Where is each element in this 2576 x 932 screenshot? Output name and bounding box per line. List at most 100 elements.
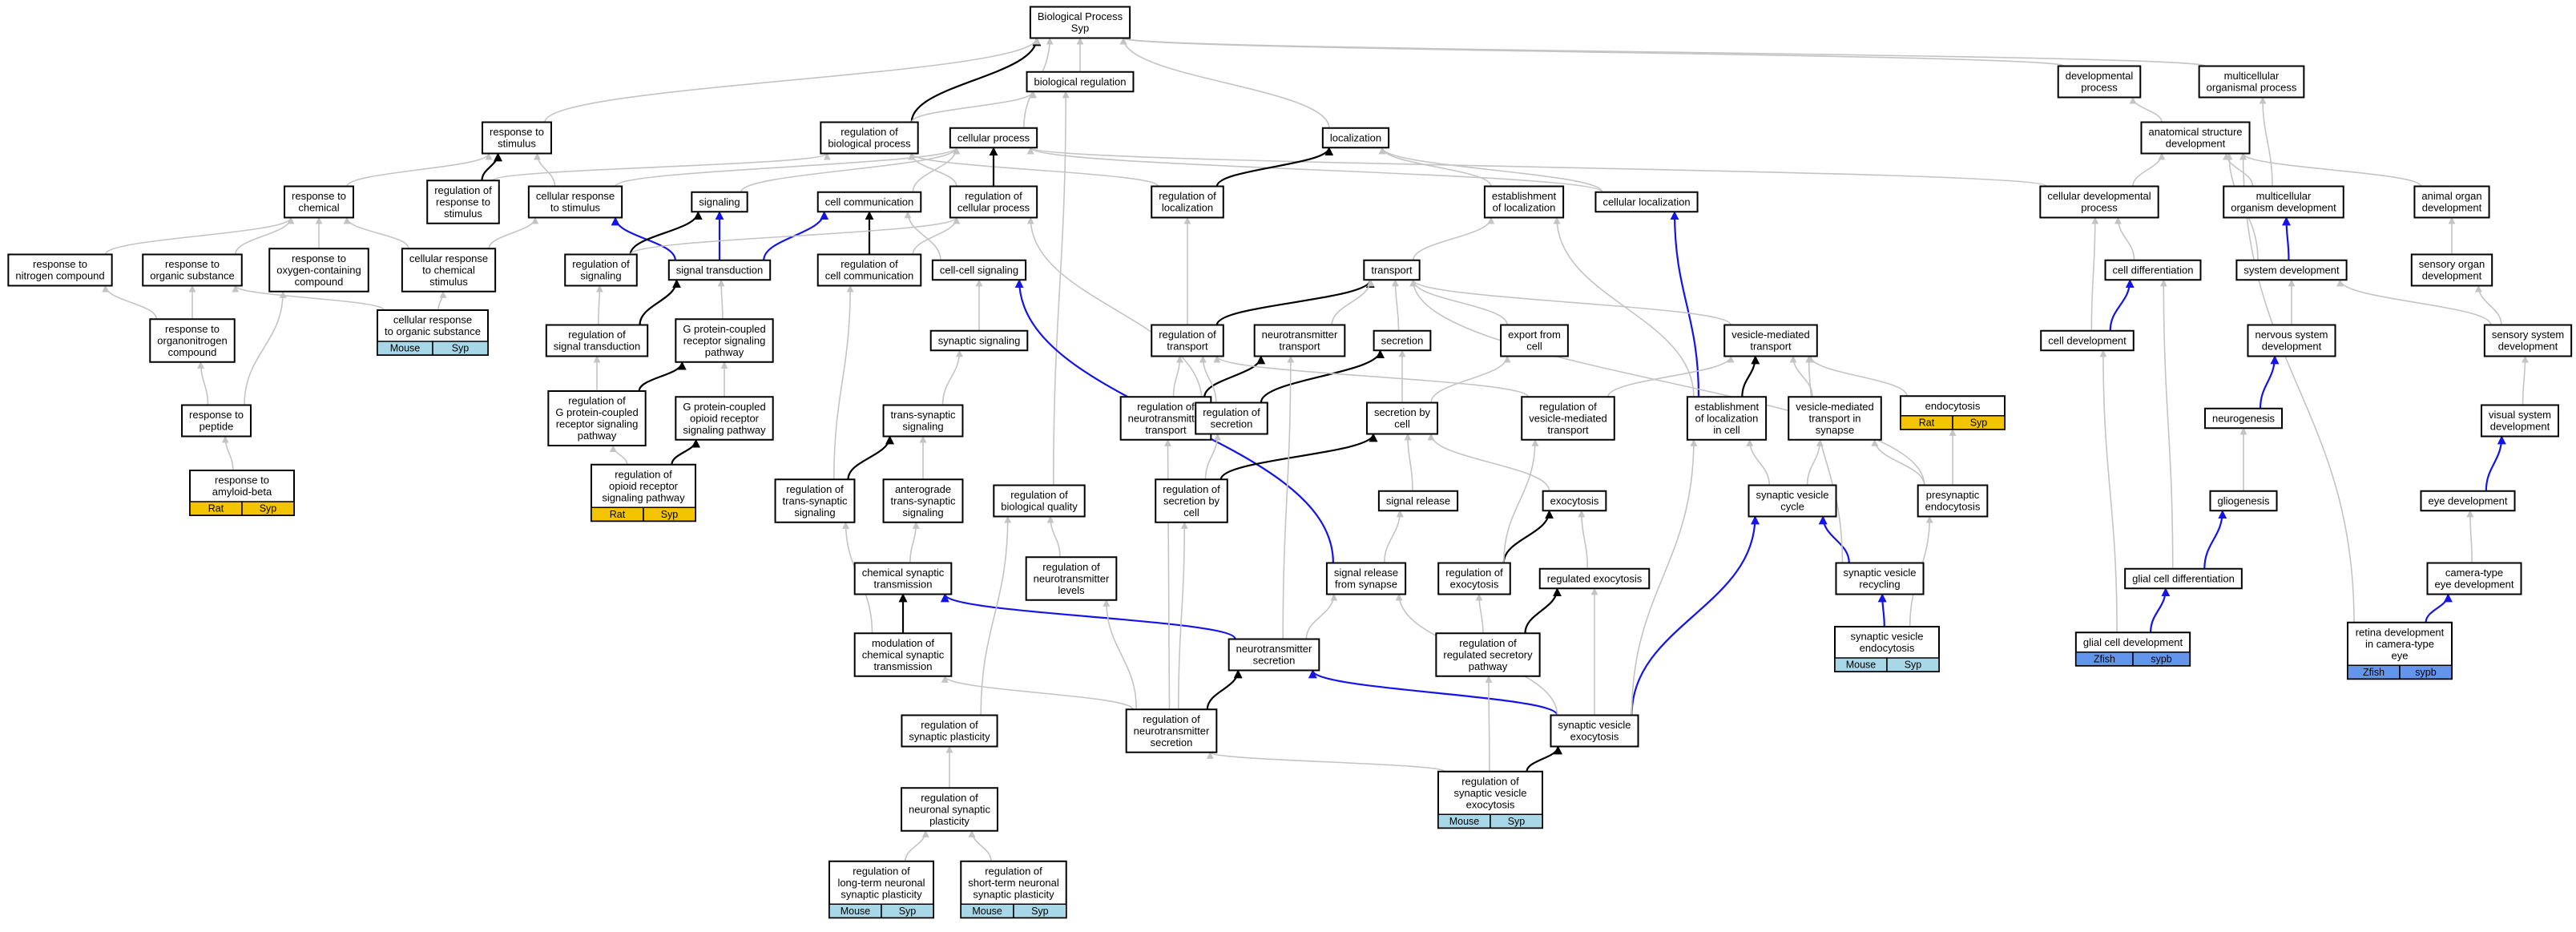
go-term-sigrel[interactable]: signal release <box>1377 490 1459 512</box>
go-term-eyedev[interactable]: eye development <box>2420 490 2516 512</box>
go-term-cellproc[interactable]: cellular process <box>949 127 1038 149</box>
go-term-transport[interactable]: transport <box>1363 259 1421 281</box>
term-box <box>667 259 772 281</box>
term-box <box>882 478 964 523</box>
term-label-line: cell differentiation <box>2113 264 2194 276</box>
go-term-sysdev[interactable]: system development <box>2235 259 2348 281</box>
go-term-neurogenesis[interactable]: neurogenesis <box>2203 407 2284 430</box>
term-box <box>1550 714 1639 748</box>
go-term-cellcomm[interactable]: cell communication <box>816 191 922 213</box>
go-term-synsig[interactable]: synaptic signaling <box>929 329 1029 352</box>
term-label-line: cell <box>1183 506 1199 518</box>
go-term-regexo[interactable]: regulated exocytosis <box>1538 567 1651 590</box>
go-term-sigtrans[interactable]: signal transduction <box>667 259 772 281</box>
term-box <box>545 324 649 357</box>
go-term-bioreg[interactable]: biological regulation <box>1026 71 1135 93</box>
go-term-cell-loc[interactable]: cellular localization <box>1594 191 1699 213</box>
go-term-cellcell[interactable]: cell-cell signaling <box>931 259 1027 281</box>
term-box <box>142 253 243 287</box>
go-term-secretion[interactable]: secretion <box>1373 329 1432 352</box>
go-term-gliogenesis[interactable]: gliogenesis <box>2209 490 2278 512</box>
go-term-localization[interactable]: localization <box>1321 127 1390 149</box>
go-term-celldiff[interactable]: cell differentiation <box>2104 259 2202 281</box>
go-term-celldev[interactable]: cell development <box>2040 329 2135 352</box>
go-term-exocytosis[interactable]: exocytosis <box>1542 490 1607 512</box>
edge-cell-resp-org-to-resp-org <box>232 284 385 311</box>
go-term-signaling[interactable]: signaling <box>691 191 748 213</box>
go-term-glialdiff[interactable]: glial cell differentiation <box>2124 567 2243 590</box>
edge-export-to-transport <box>1409 279 1508 325</box>
